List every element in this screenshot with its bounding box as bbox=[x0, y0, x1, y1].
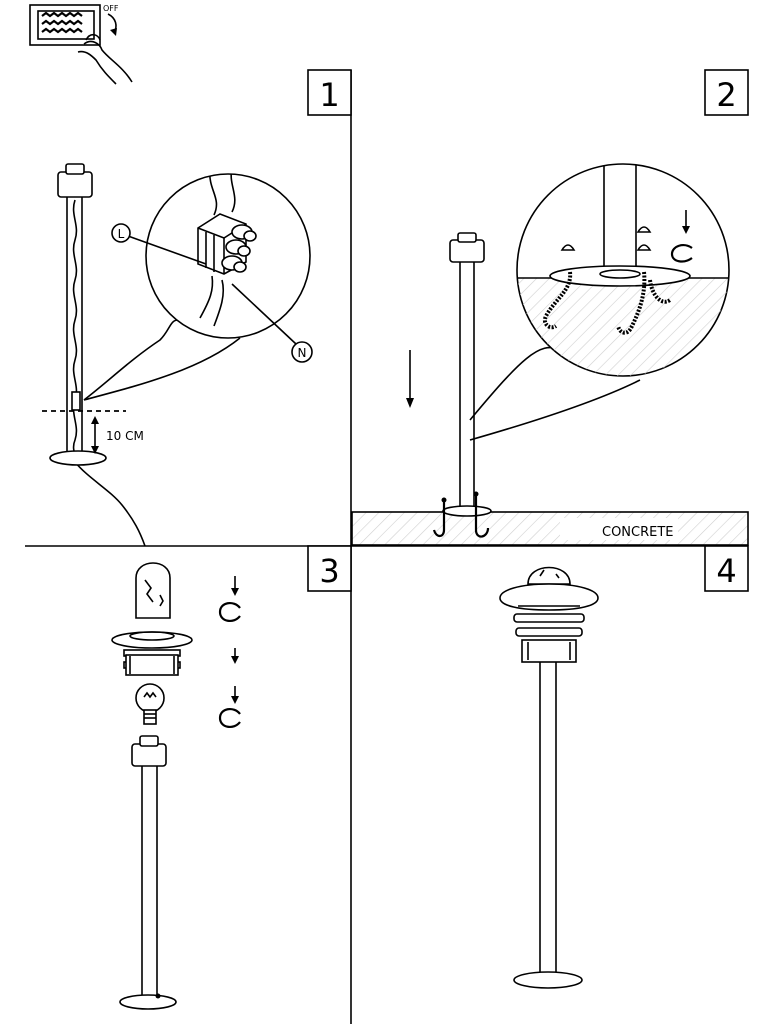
step-4-finished-lamp bbox=[499, 566, 599, 989]
anchor-bolt-icon bbox=[474, 496, 490, 538]
post-base-plate bbox=[49, 450, 107, 466]
step-4-badge: 4 bbox=[704, 545, 749, 592]
switch-off-label: OFF bbox=[103, 4, 119, 13]
depth-arrow-icon bbox=[91, 416, 99, 454]
nut-icon bbox=[560, 226, 652, 251]
hand-icon bbox=[77, 33, 133, 85]
step-2-number: 2 bbox=[716, 76, 736, 114]
step-2-badge: 2 bbox=[704, 69, 749, 116]
wiring-detail-zoom bbox=[145, 173, 311, 339]
step-1-wiring: 10 CM bbox=[42, 163, 313, 547]
mounting-detail-zoom bbox=[516, 163, 730, 377]
live-wire-label: L bbox=[118, 227, 125, 241]
step-1-badge: 1 bbox=[307, 69, 352, 116]
down-arrow-icon bbox=[231, 576, 239, 704]
lamp-shade-icon bbox=[111, 631, 193, 676]
cable bbox=[72, 199, 146, 547]
terminal-block-icon bbox=[197, 213, 257, 275]
ring-clip-icon bbox=[218, 602, 241, 728]
anchor-bolt-icon bbox=[432, 500, 446, 538]
breaker-switch-icon bbox=[41, 11, 83, 34]
down-arrow-icon bbox=[682, 210, 690, 234]
step-3-number: 3 bbox=[319, 552, 339, 590]
threaded-anchor-icon bbox=[543, 271, 672, 335]
light-bulb-icon bbox=[135, 683, 165, 725]
step-3-assembly bbox=[111, 562, 241, 1010]
depth-label: 10 CM bbox=[106, 429, 144, 443]
neutral-wire-callout: N bbox=[231, 283, 313, 363]
glass-cover-icon bbox=[135, 562, 171, 619]
step-2-installation: CONCRETE bbox=[351, 163, 749, 546]
ring-clip-icon bbox=[670, 244, 693, 263]
post-head bbox=[57, 171, 93, 198]
step-1-number: 1 bbox=[319, 76, 339, 114]
live-wire-callout: L bbox=[111, 223, 207, 265]
concrete-slab: CONCRETE bbox=[351, 511, 749, 546]
power-switch-off-illustration: OFF bbox=[29, 4, 133, 85]
neutral-wire-label: N bbox=[298, 346, 307, 360]
concrete-label: CONCRETE bbox=[602, 525, 674, 540]
step-3-badge: 3 bbox=[307, 545, 352, 592]
step-4-number: 4 bbox=[716, 552, 736, 590]
lower-down-arrow-icon bbox=[406, 350, 414, 408]
